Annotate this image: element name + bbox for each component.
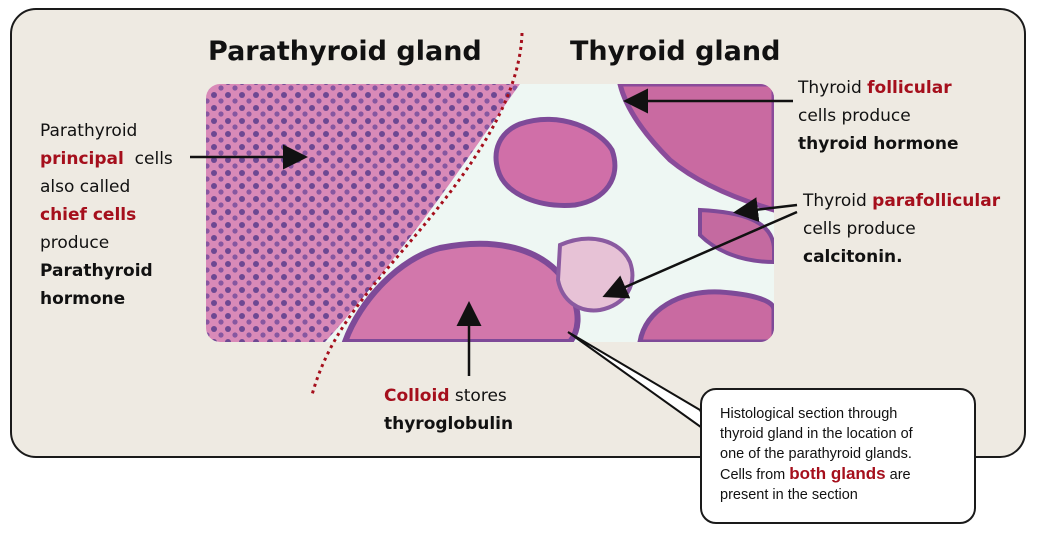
thyroid-title: Thyroid gland	[570, 36, 781, 67]
follicle-middle	[493, 116, 618, 208]
follicular-cells-label: Thyroid follicular cells produce thyroid…	[798, 78, 959, 154]
colloid-follicle	[340, 240, 581, 342]
principal-cells-label: Parathyroid principal cells also called …	[40, 121, 173, 309]
parafollicular-arrow-1	[733, 197, 798, 223]
callout-pointer	[567, 331, 713, 436]
colloid-label: Colloid stores thyroglobulin	[384, 386, 514, 434]
parafollicular-cluster	[555, 236, 635, 313]
parafollicular-arrow-2	[602, 210, 798, 299]
histology-micrograph	[206, 84, 774, 342]
parafollicular-cells-label: Thyroid parafollicular cells produce cal…	[803, 191, 1001, 267]
caption-note-box: Histological section through thyroid gla…	[700, 388, 976, 524]
parathyroid-title: Parathyroid gland	[208, 36, 482, 67]
follicle-bottom-right	[637, 289, 774, 342]
gland-boundary-line	[310, 32, 524, 396]
